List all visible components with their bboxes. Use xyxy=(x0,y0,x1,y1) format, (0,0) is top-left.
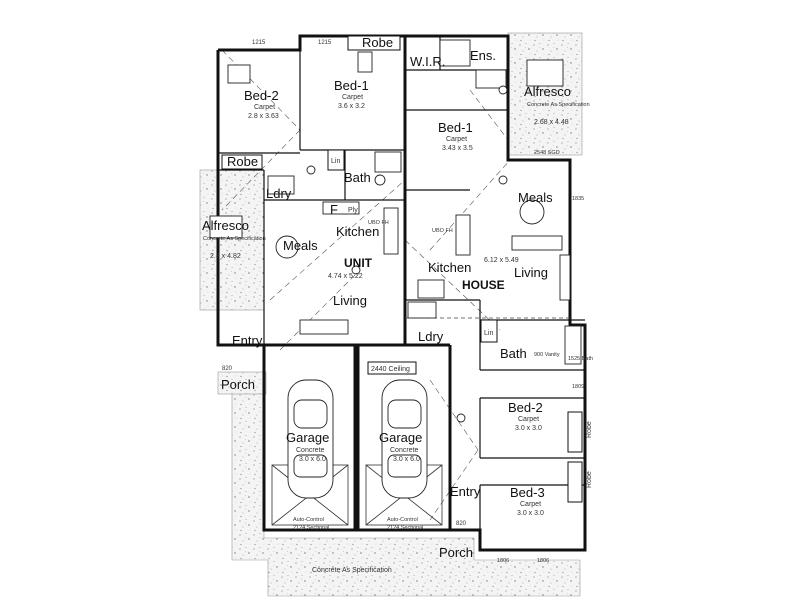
ens-house: Ens. xyxy=(470,48,496,63)
alfresco-unit-finish: Concrete As Specification xyxy=(203,236,266,242)
vanity-label: 900 Vanity xyxy=(534,352,560,358)
ldry-house: Ldry xyxy=(418,329,444,344)
garage-unit-name: Garage xyxy=(286,430,329,445)
car-unit xyxy=(287,379,334,499)
ceiling-box xyxy=(367,361,417,375)
robe-house-2: Robe xyxy=(586,471,593,488)
bed1-house-finish: Carpet xyxy=(446,136,467,143)
robe-house-2-box xyxy=(567,461,583,503)
unit-label: UNIT xyxy=(344,256,373,270)
robe-unit-top: Robe xyxy=(362,35,393,50)
robe-unit-left-box xyxy=(221,154,263,170)
ubo-house: UBO FH xyxy=(432,228,453,234)
bed3-house-finish: Carpet xyxy=(520,501,541,508)
wir-house: W.I.R. xyxy=(410,54,445,69)
house-label: HOUSE xyxy=(462,278,505,292)
bed2-house-finish: Carpet xyxy=(518,416,539,423)
porch-unit: Porch xyxy=(221,377,255,392)
garage-unit-size: 3.0 x 6.0 xyxy=(299,456,326,463)
bed1-unit-finish: Carpet xyxy=(342,94,363,101)
dim-2548: 2548 SGD xyxy=(534,150,560,156)
f-unit: F xyxy=(330,202,338,217)
bed1-house-name: Bed-1 xyxy=(438,120,473,135)
dim-bottom-2: 1806 xyxy=(537,558,549,564)
dim-820-house: 820 xyxy=(456,521,467,527)
robe-unit-top-box xyxy=(347,35,401,51)
bed1-unit-size: 3.6 x 3.2 xyxy=(338,103,365,110)
lin-house-box xyxy=(480,319,498,343)
robe-house-1-box xyxy=(567,411,583,453)
garage-house-name: Garage xyxy=(379,430,422,445)
bed1-unit-name: Bed-1 xyxy=(334,78,369,93)
ldry-unit: Ldry xyxy=(266,186,292,201)
alfresco-house-area xyxy=(507,32,583,156)
concrete-areas xyxy=(199,32,583,597)
alfresco-house-name: Alfresco xyxy=(524,84,571,99)
bath-fixture-label: 1525 Bath xyxy=(568,356,593,362)
ubo-unit: UBO FH xyxy=(368,220,389,226)
bath-unit: Bath xyxy=(344,170,371,185)
lin-unit: Lin xyxy=(331,158,340,165)
garage-house-finish: Concrete xyxy=(390,447,419,454)
fan-icons xyxy=(306,85,508,423)
entry-house: Entry xyxy=(450,484,481,499)
robe-unit-left: Robe xyxy=(227,154,258,169)
porch-unit-area xyxy=(217,371,267,395)
meals-unit: Meals xyxy=(283,238,318,253)
living-unit-name: Living xyxy=(333,293,367,308)
garage-unit-finish: Concrete xyxy=(296,447,325,454)
dim-bottom-1: 1806 xyxy=(497,558,509,564)
bed2-unit-size: 2.8 x 3.63 xyxy=(248,113,279,120)
bath-house: Bath xyxy=(500,346,527,361)
living-house-size: 6.12 x 5.49 xyxy=(484,257,519,264)
driveway-label: Concrete As Specification xyxy=(312,567,392,574)
alfresco-unit-size: 2.3 x 4.82 xyxy=(210,253,241,260)
door-unit-size: 2124 Sectional xyxy=(293,525,329,531)
lin-house: Lin xyxy=(484,330,493,337)
fixtures xyxy=(209,39,582,365)
ply-unit: Ply xyxy=(348,207,358,214)
kitchen-house: Kitchen xyxy=(428,260,471,275)
bed2-house-size: 3.0 x 3.0 xyxy=(515,425,542,432)
porch-house: Porch xyxy=(439,545,473,560)
bed3-house-name: Bed-3 xyxy=(510,485,545,500)
living-unit-size: 4.74 x 5.22 xyxy=(328,273,363,280)
car-house xyxy=(381,379,428,499)
lin-unit-box xyxy=(327,149,345,171)
alfresco-house-finish: Concrete As Specification xyxy=(527,102,590,108)
living-house-name: Living xyxy=(514,265,548,280)
garage-house-size: 3.0 x 6.0 xyxy=(393,456,420,463)
door-house: Auto-Control xyxy=(387,517,418,523)
robe-house-1: Robe xyxy=(586,421,593,438)
door-house-size: 2124 Sectional xyxy=(387,525,423,531)
alfresco-unit-name: Alfresco xyxy=(202,218,249,233)
bed2-unit-finish: Carpet xyxy=(254,104,275,111)
door-unit: Auto-Control xyxy=(293,517,324,523)
entry-unit: Entry xyxy=(232,333,263,348)
meals-house: Meals xyxy=(518,190,553,205)
dim-1835: 1835 xyxy=(572,196,584,202)
dim-820-unit: 820 xyxy=(222,366,233,372)
alfresco-house-size: 2.68 x 4.48 xyxy=(534,119,569,126)
dim-top-1: 1215 xyxy=(252,40,266,46)
bed2-unit-name: Bed-2 xyxy=(244,88,279,103)
bed3-house-size: 3.0 x 3.0 xyxy=(517,510,544,517)
ceiling-label: 2440 Ceiling xyxy=(371,366,410,373)
kitchen-unit: Kitchen xyxy=(336,224,379,239)
bed1-house-size: 3.43 x 3.5 xyxy=(442,145,473,152)
dim-top-2: 1215 xyxy=(318,40,332,46)
dim-1809: 1809 xyxy=(572,384,584,390)
bed2-house-name: Bed-2 xyxy=(508,400,543,415)
